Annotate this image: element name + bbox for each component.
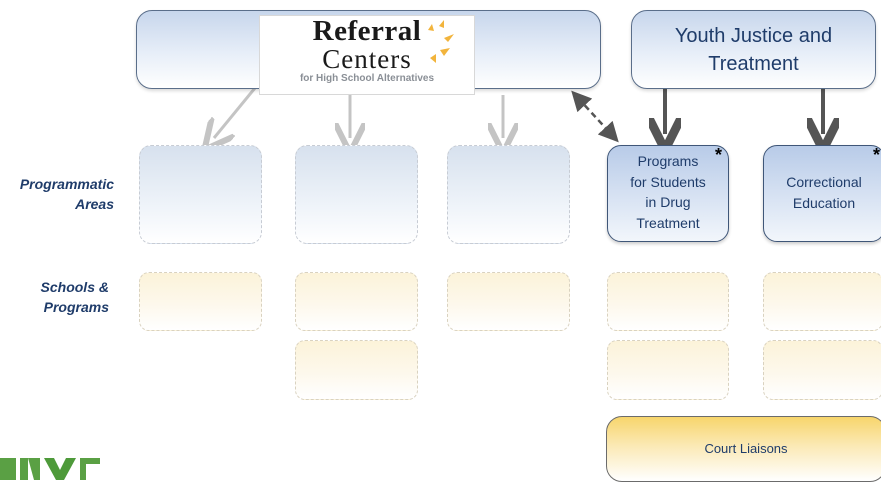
referral-centers-logo: Referral Centers for High School Alterna… <box>259 15 475 95</box>
drug-line-2: for Students <box>630 173 706 190</box>
logo-burst-icon <box>428 20 454 63</box>
asterisk-marker: * <box>714 145 722 165</box>
logo-line-1: Referral <box>312 15 422 47</box>
asterisk-marker: * <box>872 145 880 165</box>
nyc-logo-icon <box>0 458 100 480</box>
school-placeholder-3 <box>447 272 570 331</box>
ghost-arrow-1 <box>214 87 257 138</box>
school-placeholder-4 <box>607 272 729 331</box>
nyc-logo <box>0 452 100 480</box>
school-placeholder-5 <box>763 272 881 331</box>
drug-line-3: in Drug <box>645 194 691 210</box>
referral-centers-box: Referral Centers for High School Alterna… <box>136 10 601 95</box>
schools-programs-label: Schools & Programs <box>40 279 109 315</box>
court-liaisons-box: Court Liaisons <box>606 416 881 482</box>
drug-line-1: Programs <box>637 153 699 169</box>
school-placeholder-1 <box>139 272 262 331</box>
programmatic-area-placeholder-1 <box>139 145 262 244</box>
logo-line-3: for High School Alternatives <box>299 73 435 84</box>
correctional-education-box: * Correctional Education <box>763 145 881 242</box>
dashed-double-arrow <box>571 90 619 143</box>
youth-justice-title: Youth Justice and Treatment <box>674 25 833 75</box>
programmatic-area-placeholder-2 <box>295 145 418 244</box>
logo-line-2: Centers <box>322 44 412 74</box>
correctional-line-1: Correctional <box>786 174 862 190</box>
school-placeholder-8 <box>763 340 881 400</box>
drug-treatment-programs-box: * Programs for Students in Drug Treatmen… <box>607 145 729 242</box>
programmatic-areas-label: Programmatic Areas <box>19 176 114 212</box>
correctional-line-2: Education <box>792 194 856 211</box>
school-placeholder-7 <box>607 340 729 400</box>
drug-line-4: Treatment <box>636 214 700 231</box>
programmatic-area-placeholder-3 <box>447 145 570 244</box>
school-placeholder-2 <box>295 272 418 331</box>
youth-justice-box: Youth Justice and Treatment <box>631 10 876 89</box>
school-placeholder-6 <box>295 340 418 400</box>
